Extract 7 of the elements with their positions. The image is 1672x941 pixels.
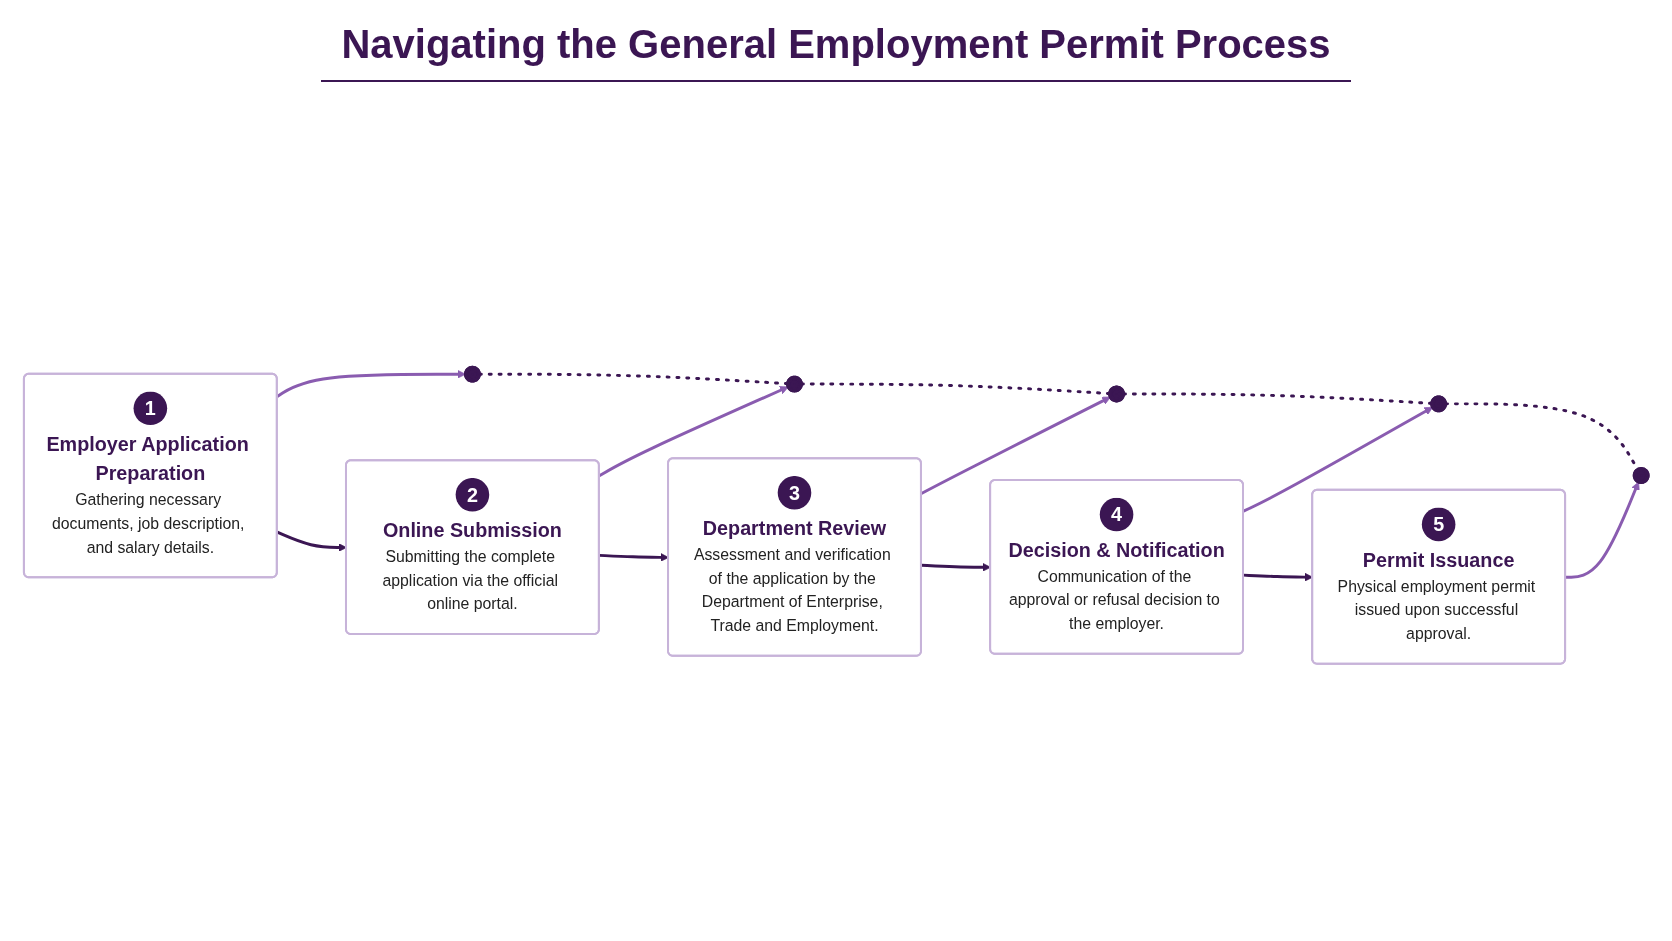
arrow bbox=[1565, 481, 1640, 579]
arrow bbox=[599, 553, 669, 562]
arrow bbox=[276, 369, 466, 398]
arrow bbox=[920, 396, 1111, 495]
arrow bbox=[598, 386, 789, 478]
title: Navigating the General Employment Permit Process bbox=[341, 21, 1331, 68]
arrow bbox=[921, 562, 991, 572]
